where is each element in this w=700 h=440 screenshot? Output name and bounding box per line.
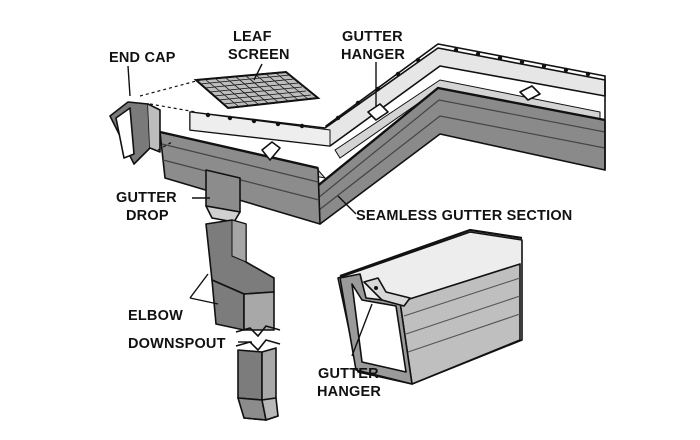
- label-gutter-hanger-bottom-line2: HANGER: [317, 384, 381, 400]
- end-cap: [109, 101, 161, 165]
- label-seamless-gutter-section: SEAMLESS GUTTER SECTION: [356, 208, 572, 224]
- downspout-upper: [205, 219, 275, 331]
- label-end-cap: END CAP: [109, 50, 176, 66]
- label-gutter-hanger-top-line1: GUTTER: [342, 29, 403, 45]
- label-gutter-hanger-bottom-line1: GUTTER: [318, 366, 379, 382]
- label-gutter-hanger-top-line2: HANGER: [341, 47, 405, 63]
- label-gutter-drop-line2: DROP: [126, 208, 169, 224]
- rim-rivets: [205, 47, 591, 129]
- gutter-front-run: [159, 111, 331, 225]
- gutter-cross-section: [337, 228, 523, 385]
- label-elbow: ELBOW: [128, 308, 183, 324]
- label-gutter-drop-line1: GUTTER: [116, 190, 177, 206]
- downspout-break: [235, 325, 281, 352]
- downspout-lower: [237, 347, 279, 421]
- leaf-screen: [193, 70, 321, 110]
- gutter-drop: [205, 169, 241, 223]
- label-leaf-screen-line1: LEAF: [233, 29, 272, 45]
- gutter-right-section: [314, 75, 606, 225]
- end-cap-guide-lines: [139, 79, 201, 151]
- label-leaf-screen-line2: SCREEN: [228, 47, 290, 63]
- leader-lines: [127, 62, 377, 357]
- hanger-straps: [261, 85, 541, 161]
- label-downspout: DOWNSPOUT: [128, 336, 226, 352]
